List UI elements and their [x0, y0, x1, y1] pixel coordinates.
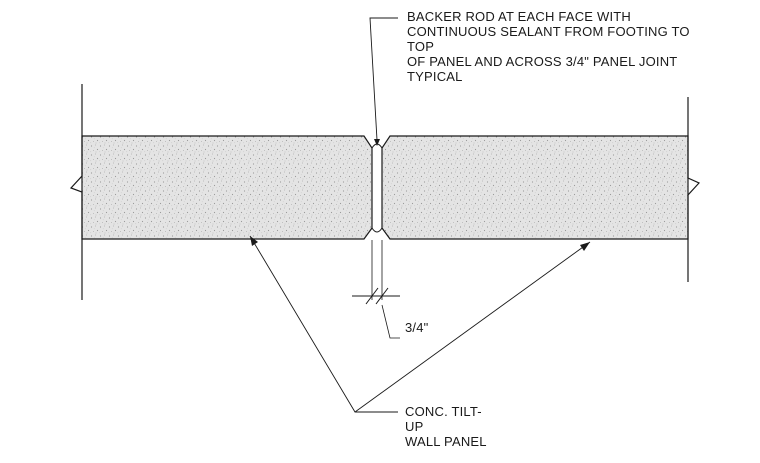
- wall-panel-arrow-left: [250, 236, 258, 246]
- wall-panel-note-line: UP: [405, 419, 424, 434]
- backer-rod-bottom: [371, 227, 383, 233]
- backer-rod-note-line: TYPICAL: [407, 69, 463, 84]
- right-break-line: [687, 97, 701, 282]
- wall-panel-note: CONC. TILT- UP WALL PANEL: [405, 404, 487, 449]
- wall-panel-leader-left: [249, 235, 398, 413]
- dimension-tick-right: [375, 287, 389, 305]
- dimension-leader: [381, 304, 400, 339]
- backer-rod-note-line: TOP: [407, 39, 435, 54]
- joint-dimension-label: 3/4": [405, 320, 429, 335]
- backer-rod-note: BACKER ROD AT EACH FACE WITH CONTINUOUS …: [407, 9, 690, 84]
- wall-panel-leader-right: [354, 241, 591, 413]
- dimension-tick-left: [365, 287, 379, 305]
- backer-rod-note-line: CONTINUOUS SEALANT FROM FOOTING TO: [407, 24, 690, 39]
- joint-dimension-text: 3/4": [405, 320, 429, 335]
- wall-panel-note-line: WALL PANEL: [405, 434, 487, 449]
- right-wall-panel: [381, 135, 689, 240]
- backer-rod-top: [371, 139, 383, 149]
- left-break-line: [69, 84, 83, 300]
- backer-rod-note-line: BACKER ROD AT EACH FACE WITH: [407, 9, 631, 24]
- backer-rod-note-line: OF PANEL AND ACROSS 3/4" PANEL JOINT: [407, 54, 678, 69]
- backer-rod-leader: [369, 17, 398, 141]
- wall-panel-arrow-right: [580, 242, 590, 251]
- left-wall-panel: [81, 135, 373, 240]
- wall-panel-note-line: CONC. TILT-: [405, 404, 482, 419]
